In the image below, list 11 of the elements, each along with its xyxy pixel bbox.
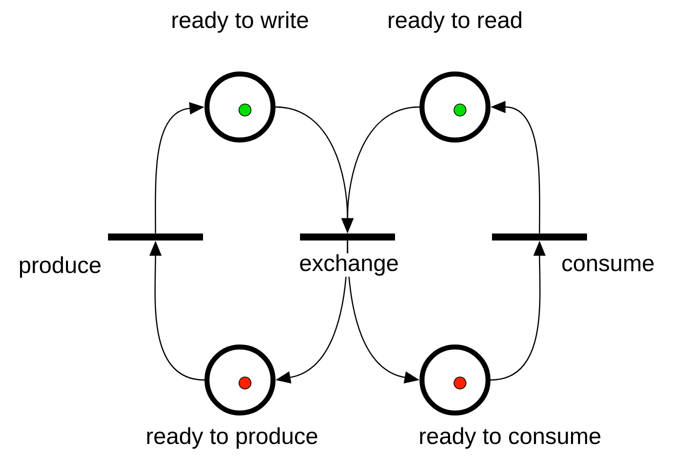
- place-circle: [204, 72, 276, 142]
- node-label: consume: [560, 258, 656, 272]
- place-circle: [204, 344, 276, 416]
- node-label: ready to consume: [418, 426, 602, 450]
- node-label: ready to read: [386, 10, 524, 34]
- place-circle: [420, 72, 490, 142]
- node-label: ready to write: [170, 10, 310, 34]
- place-circle: [420, 344, 490, 416]
- node-label: ready to produce: [144, 426, 320, 450]
- node-label: produce: [17, 255, 103, 279]
- node-label: exchange: [298, 253, 400, 277]
